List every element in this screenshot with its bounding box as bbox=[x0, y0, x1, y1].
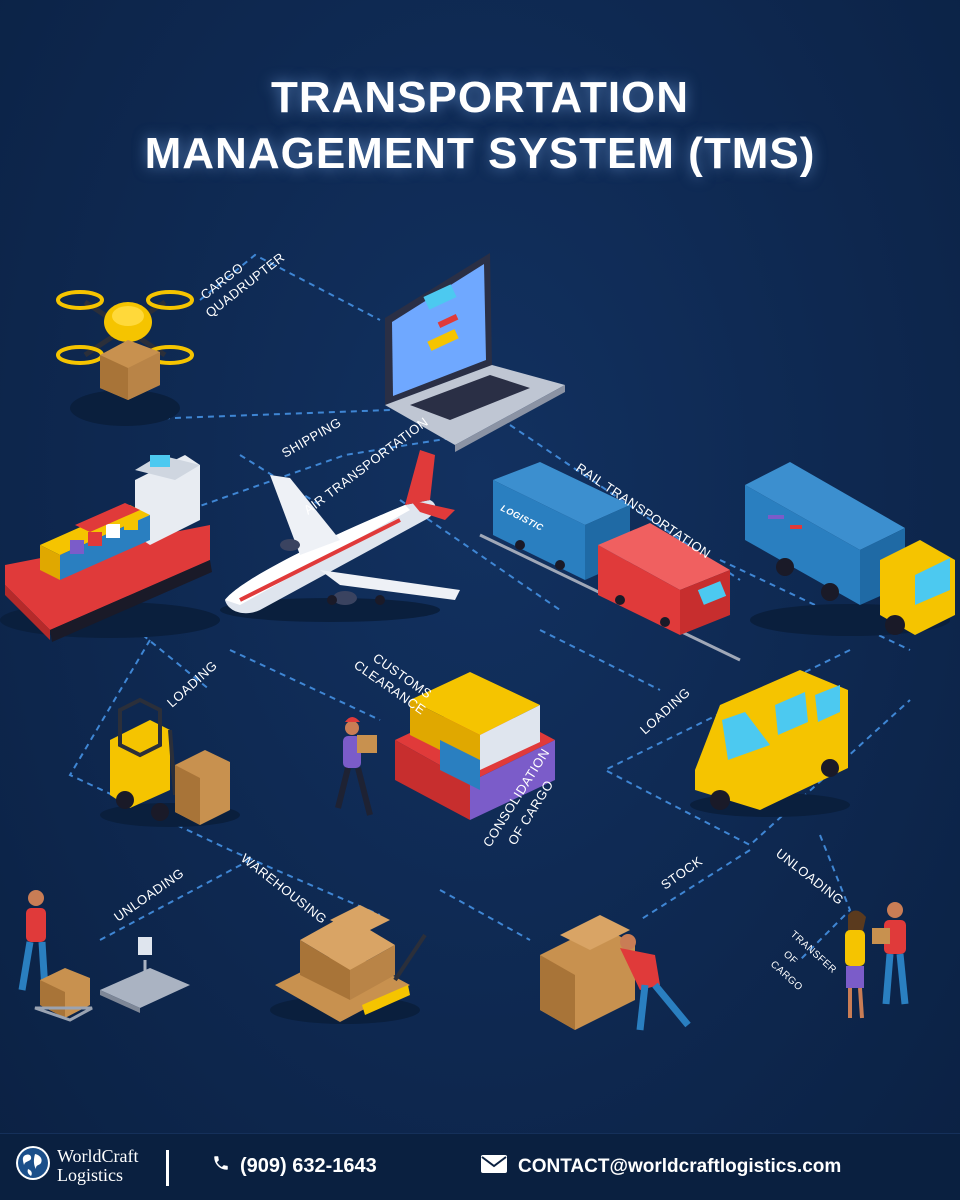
box-pallet-icon bbox=[270, 905, 427, 1024]
label-stock: STOCK bbox=[658, 853, 705, 892]
scale-icon bbox=[100, 937, 190, 1013]
company-logo[interactable]: WorldCraft Logistics bbox=[14, 1144, 139, 1187]
label-warehousing: WAREHOUSING bbox=[238, 851, 330, 927]
email-address: CONTACT@worldcraftlogistics.com bbox=[518, 1156, 842, 1177]
worker-pushing-boxes-icon bbox=[540, 915, 691, 1031]
train-icon: LOGISTIC bbox=[479, 462, 741, 662]
email-contact[interactable]: CONTACT@worldcraftlogistics.com bbox=[480, 1154, 841, 1180]
label-unloading-left: UNLOADING bbox=[111, 865, 187, 924]
tms-diagram: LOGISTIC bbox=[0, 249, 955, 1031]
label-transfer-2: OF bbox=[781, 949, 799, 967]
phone-number: (909) 632-1643 bbox=[240, 1154, 377, 1177]
laptop-icon bbox=[385, 253, 565, 452]
phone-icon bbox=[212, 1154, 230, 1178]
forklift-icon bbox=[100, 697, 240, 827]
footer-divider bbox=[166, 1150, 169, 1186]
mail-icon bbox=[480, 1154, 508, 1180]
cargo-ship-icon bbox=[0, 455, 220, 642]
courier-person-icon bbox=[335, 717, 377, 816]
globe-logo-icon bbox=[14, 1144, 52, 1187]
footer-bar: WorldCraft Logistics (909) 632-1643 CONT… bbox=[0, 1133, 960, 1200]
label-transfer-3: CARGO bbox=[768, 959, 804, 993]
label-loading-left: LOADING bbox=[164, 658, 220, 711]
title-line-1: TRANSPORTATION bbox=[270, 73, 690, 122]
worker-hand-truck-icon bbox=[18, 890, 93, 1022]
drone-icon bbox=[56, 290, 194, 426]
label-shipping: SHIPPING bbox=[279, 415, 344, 461]
page-title: TRANSPORTATION MANAGEMENT SYSTEM (TMS) bbox=[0, 70, 960, 182]
container-stack-icon bbox=[395, 672, 555, 820]
label-loading-right: LOADING bbox=[637, 685, 693, 738]
logo-line-2: Logistics bbox=[57, 1164, 123, 1185]
label-transfer-1: TRANSFER bbox=[788, 929, 838, 976]
airplane-icon bbox=[220, 450, 460, 622]
ship-containers bbox=[40, 503, 150, 580]
title-line-2: MANAGEMENT SYSTEM (TMS) bbox=[144, 129, 816, 178]
van-icon bbox=[690, 670, 850, 817]
phone-contact[interactable]: (909) 632-1643 bbox=[212, 1154, 377, 1178]
truck-icon bbox=[745, 462, 955, 636]
transfer-people-icon bbox=[845, 902, 909, 1019]
logo-line-1: WorldCraft bbox=[57, 1145, 139, 1166]
